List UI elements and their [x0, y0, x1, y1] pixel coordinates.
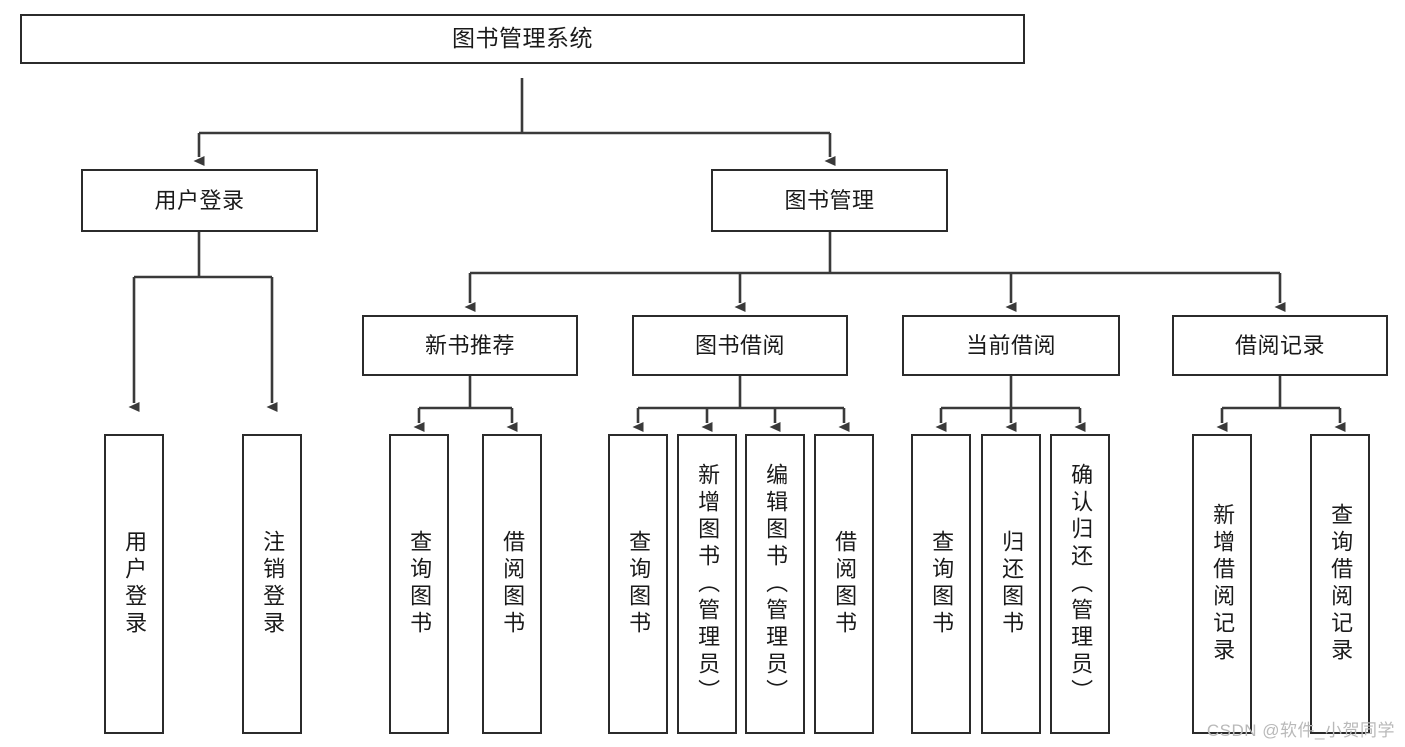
- node-user-login[interactable]: 用户登录: [81, 169, 318, 232]
- node-label: 查询图书: [626, 530, 652, 638]
- leaf-user-login[interactable]: 用户登录: [104, 434, 164, 734]
- node-label: 查询图书: [929, 530, 955, 638]
- leaf-logout-login[interactable]: 注销登录: [242, 434, 302, 734]
- node-label: 当前借阅: [965, 332, 1056, 358]
- node-label: 图书借阅: [694, 332, 785, 358]
- node-label: 确认归还（管理员）: [1068, 462, 1094, 706]
- leaf-borrow-book-borrow[interactable]: 借阅图书: [814, 434, 874, 734]
- node-label: 借阅记录: [1234, 332, 1325, 358]
- node-label: 用户登录: [122, 530, 148, 638]
- leaf-confirm-return[interactable]: 确认归还（管理员）: [1050, 434, 1110, 734]
- node-new-book-recommend[interactable]: 新书推荐: [362, 315, 578, 376]
- node-root-system[interactable]: 图书管理系统: [20, 14, 1025, 64]
- node-label: 注销登录: [260, 530, 286, 638]
- node-label: 归还图书: [999, 530, 1025, 638]
- node-label: 图书管理系统: [452, 25, 593, 52]
- leaf-edit-book[interactable]: 编辑图书（管理员）: [745, 434, 805, 734]
- node-book-manage[interactable]: 图书管理: [711, 169, 948, 232]
- watermark-text: CSDN @软件_小贺同学: [1206, 721, 1395, 740]
- node-label: 新增借阅记录: [1210, 503, 1236, 665]
- node-label: 编辑图书（管理员）: [763, 462, 789, 706]
- node-label: 图书管理: [784, 187, 875, 213]
- leaf-add-borrow-record[interactable]: 新增借阅记录: [1192, 434, 1252, 734]
- leaf-query-book-current[interactable]: 查询图书: [911, 434, 971, 734]
- node-label: 查询借阅记录: [1328, 503, 1354, 665]
- node-label: 用户登录: [154, 187, 245, 213]
- node-label: 借阅图书: [832, 530, 858, 638]
- leaf-add-book[interactable]: 新增图书（管理员）: [677, 434, 737, 734]
- node-label: 新增图书（管理员）: [695, 462, 721, 706]
- node-label: 新书推荐: [424, 332, 515, 358]
- leaf-query-book-recommend[interactable]: 查询图书: [389, 434, 449, 734]
- leaf-query-borrow-record[interactable]: 查询借阅记录: [1310, 434, 1370, 734]
- node-borrow-record[interactable]: 借阅记录: [1172, 315, 1388, 376]
- node-current-borrow[interactable]: 当前借阅: [902, 315, 1120, 376]
- node-book-borrow[interactable]: 图书借阅: [632, 315, 848, 376]
- leaf-borrow-book-recommend[interactable]: 借阅图书: [482, 434, 542, 734]
- node-label: 借阅图书: [500, 530, 526, 638]
- node-label: 查询图书: [407, 530, 433, 638]
- leaf-query-book-borrow[interactable]: 查询图书: [608, 434, 668, 734]
- leaf-return-book[interactable]: 归还图书: [981, 434, 1041, 734]
